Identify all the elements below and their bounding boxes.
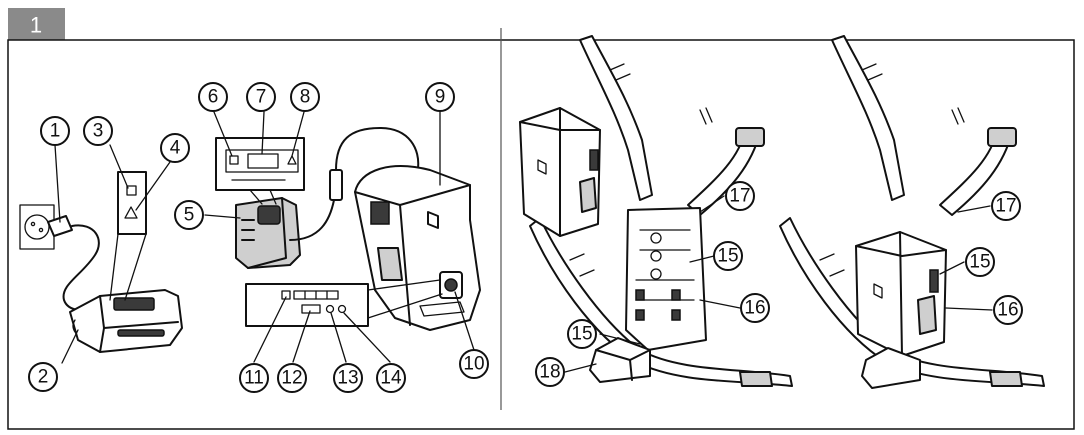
figure-frame xyxy=(7,39,1075,430)
callout-13: 13 xyxy=(333,363,363,393)
svg-text:5: 5 xyxy=(184,205,195,226)
svg-text:7: 7 xyxy=(256,87,267,108)
power-cord-drawing xyxy=(47,215,101,312)
callout-4: 4 xyxy=(160,133,190,163)
right-leader-lines xyxy=(564,195,993,373)
svg-text:10: 10 xyxy=(463,354,484,375)
charger-indicator-inset xyxy=(109,171,147,301)
connection-cable-drawing xyxy=(289,127,420,241)
figure-number-text: 1 xyxy=(30,13,42,38)
svg-text:4: 4 xyxy=(170,138,181,159)
figure-number-tag: 1 xyxy=(8,8,65,40)
callout-17-right: 17 xyxy=(991,191,1021,221)
callout-12: 12 xyxy=(277,363,307,393)
svg-text:13: 13 xyxy=(337,368,358,389)
backpack-battery-drawing xyxy=(354,165,481,331)
callout-3: 3 xyxy=(83,116,113,146)
wall-outlet-drawing xyxy=(19,204,55,250)
svg-text:15: 15 xyxy=(571,324,592,345)
svg-text:9: 9 xyxy=(435,87,446,108)
charger-drawing xyxy=(69,289,183,353)
left-leader-lines xyxy=(54,111,475,364)
callout-11: 11 xyxy=(239,363,269,393)
svg-text:15: 15 xyxy=(717,246,738,267)
svg-text:6: 6 xyxy=(208,87,219,108)
svg-text:18: 18 xyxy=(539,362,560,383)
callout-5: 5 xyxy=(174,200,204,230)
svg-text:15: 15 xyxy=(969,252,990,273)
svg-text:8: 8 xyxy=(300,87,311,108)
callout-15-right: 15 xyxy=(965,247,995,277)
callout-7: 7 xyxy=(246,82,276,112)
callout-8: 8 xyxy=(290,82,320,112)
callout-15-upper-left: 15 xyxy=(713,241,743,271)
callout-16-left: 16 xyxy=(740,293,770,323)
svg-text:12: 12 xyxy=(281,368,302,389)
callout-14: 14 xyxy=(376,363,406,393)
callout-2: 2 xyxy=(28,362,58,392)
harness-right-drawing xyxy=(779,35,1045,389)
battery-adapter-drawing xyxy=(235,197,301,269)
callout-1: 1 xyxy=(40,116,70,146)
callout-15-lower-left: 15 xyxy=(567,319,597,349)
svg-text:16: 16 xyxy=(744,298,765,319)
harness-left-drawing xyxy=(519,35,793,387)
callout-9: 9 xyxy=(425,82,455,112)
callout-10: 10 xyxy=(459,349,489,379)
svg-text:2: 2 xyxy=(38,367,49,388)
svg-text:14: 14 xyxy=(380,368,402,389)
svg-text:3: 3 xyxy=(93,121,104,142)
adapter-display-inset xyxy=(215,137,305,205)
callout-17-left: 17 xyxy=(725,181,755,211)
callout-18: 18 xyxy=(535,357,565,387)
svg-text:17: 17 xyxy=(729,186,750,207)
svg-text:11: 11 xyxy=(244,368,264,389)
svg-text:1: 1 xyxy=(50,121,61,142)
svg-text:16: 16 xyxy=(997,300,1018,321)
callout-6: 6 xyxy=(198,82,228,112)
callout-16-right: 16 xyxy=(993,295,1023,325)
svg-text:17: 17 xyxy=(995,196,1016,217)
